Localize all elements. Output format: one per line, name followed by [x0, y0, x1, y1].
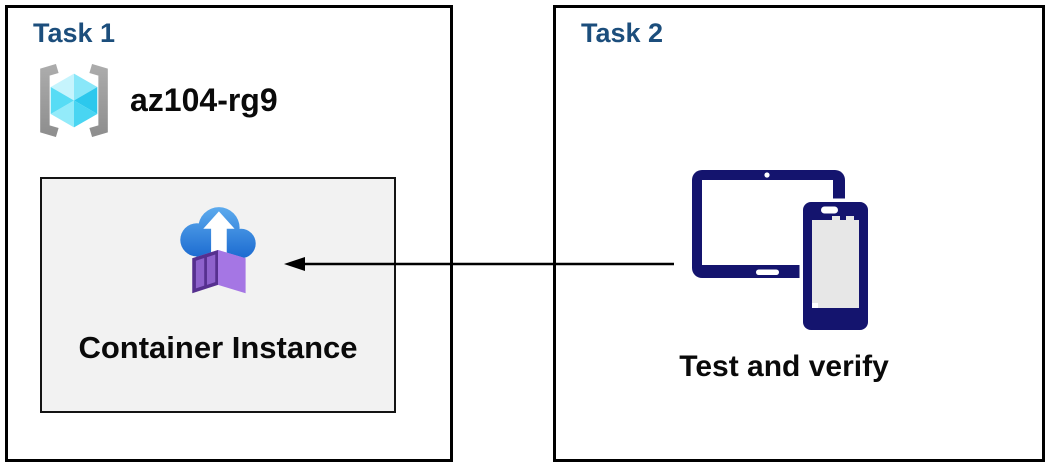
task2-box: Task 2 Test and verify — [553, 5, 1045, 462]
right-bracket — [89, 64, 108, 137]
container-instance-box: Container Instance — [40, 177, 396, 413]
task2-title: Task 2 — [581, 18, 664, 48]
resource-group-name: az104-rg9 — [130, 82, 278, 118]
left-bracket — [40, 64, 59, 137]
task1-title: Task 1 — [33, 18, 116, 48]
container-cube — [192, 249, 246, 294]
container-instance-label: Container Instance — [78, 330, 358, 365]
resource-group: az104-rg9 — [34, 64, 278, 137]
phone-speaker — [821, 206, 838, 214]
cube — [50, 73, 98, 128]
flow-arrow — [284, 257, 674, 271]
phone-icon — [799, 198, 872, 334]
tablet-camera-icon — [764, 172, 770, 178]
upload-cloud — [180, 207, 256, 259]
phone-screen — [812, 220, 859, 308]
tablet-home-button — [756, 269, 779, 275]
resource-group-icon — [40, 64, 108, 137]
container-instance-icon — [180, 207, 256, 294]
task1-box: Task 1 — [5, 5, 453, 462]
test-verify-label: Test and verify — [679, 350, 889, 383]
upload-arrow-icon — [203, 211, 235, 254]
devices-icon — [692, 170, 872, 334]
arrow-head-icon — [284, 257, 305, 271]
